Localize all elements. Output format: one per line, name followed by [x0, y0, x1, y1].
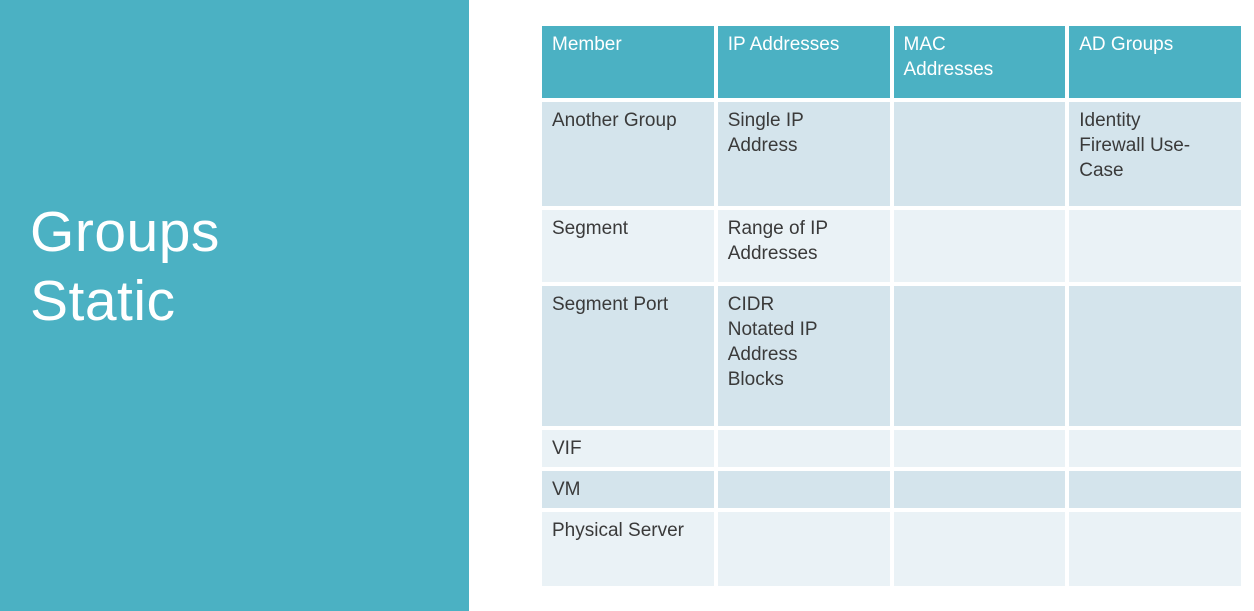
table-row-vm: VM — [542, 471, 1241, 508]
table-row-segment-port: Segment Port CIDR Notated IP Address Blo… — [542, 286, 1241, 426]
table-row-vif: VIF — [542, 430, 1241, 467]
side-panel: Groups Static — [0, 0, 469, 611]
table-cell — [717, 430, 890, 467]
table-cell — [1069, 210, 1241, 282]
column-header-member: Member — [542, 26, 714, 98]
slide-title: Groups Static — [30, 198, 220, 336]
table-cell — [893, 210, 1066, 282]
members-table-container: Member IP Addresses MAC Addresses AD Gro… — [538, 22, 1245, 590]
table-cell — [893, 471, 1066, 508]
slide-title-line-1: Groups — [30, 200, 220, 264]
table-cell: VM — [542, 471, 714, 508]
table-cell: Identity Firewall Use-Case — [1069, 102, 1241, 206]
table-cell — [893, 102, 1066, 206]
table-cell: CIDR Notated IP Address Blocks — [717, 286, 890, 426]
table-row-segment: Segment Range of IP Addresses — [542, 210, 1241, 282]
table-cell — [1069, 286, 1241, 426]
table-cell — [1069, 471, 1241, 508]
table-cell: Single IP Address — [717, 102, 890, 206]
table-cell — [893, 430, 1066, 467]
slide-title-line-2: Static — [30, 269, 176, 333]
column-header-mac-addresses: MAC Addresses — [893, 26, 1066, 98]
table-cell: Range of IP Addresses — [717, 210, 890, 282]
table-cell: Segment — [542, 210, 714, 282]
table-row-another-group: Another Group Single IP Address Identity… — [542, 102, 1241, 206]
table-cell: Physical Server — [542, 512, 714, 586]
table-cell — [893, 512, 1066, 586]
table-cell — [717, 512, 890, 586]
table-cell: VIF — [542, 430, 714, 467]
table-cell — [1069, 512, 1241, 586]
members-table: Member IP Addresses MAC Addresses AD Gro… — [538, 22, 1245, 590]
table-row-physical-server: Physical Server — [542, 512, 1241, 586]
table-cell: Segment Port — [542, 286, 714, 426]
table-cell — [893, 286, 1066, 426]
table-cell: Another Group — [542, 102, 714, 206]
column-header-ad-groups: AD Groups — [1069, 26, 1241, 98]
table-header-row: Member IP Addresses MAC Addresses AD Gro… — [542, 26, 1241, 98]
column-header-ip-addresses: IP Addresses — [717, 26, 890, 98]
table-cell — [717, 471, 890, 508]
table-cell — [1069, 430, 1241, 467]
